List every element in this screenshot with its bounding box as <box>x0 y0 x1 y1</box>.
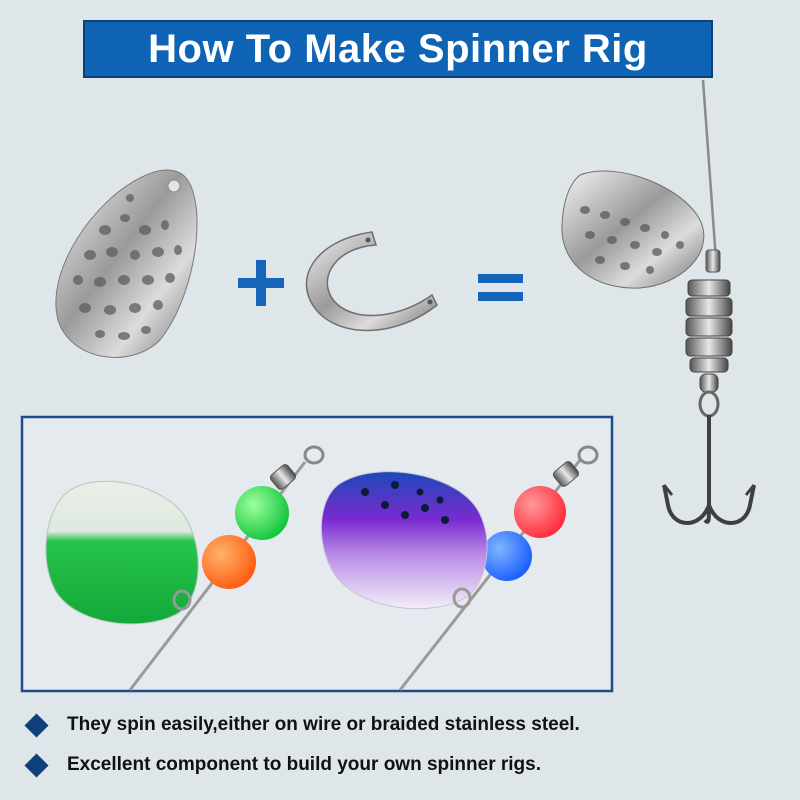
feature-text: They spin easily,either on wire or braid… <box>67 714 580 735</box>
list-item: They spin easily,either on wire or braid… <box>22 705 782 745</box>
purple-blade-spinner-rig <box>320 445 599 691</box>
feature-text: Excellent component to build your own sp… <box>67 754 541 775</box>
feature-list: They spin easily,either on wire or braid… <box>22 705 782 785</box>
clevis-image <box>305 231 438 332</box>
title-banner: How To Make Spinner Rig <box>83 20 713 78</box>
diamond-bullet-icon <box>24 752 49 778</box>
diamond-bullet-icon <box>24 712 49 738</box>
green-blade-spinner-rig <box>45 445 325 691</box>
equals-icon <box>478 274 523 301</box>
list-item: Excellent component to build your own sp… <box>22 745 782 785</box>
hammered-blade-image <box>55 169 198 358</box>
page-title: How To Make Spinner Rig <box>148 26 648 71</box>
plus-icon <box>238 260 284 306</box>
assembled-spinner-image <box>561 79 756 525</box>
